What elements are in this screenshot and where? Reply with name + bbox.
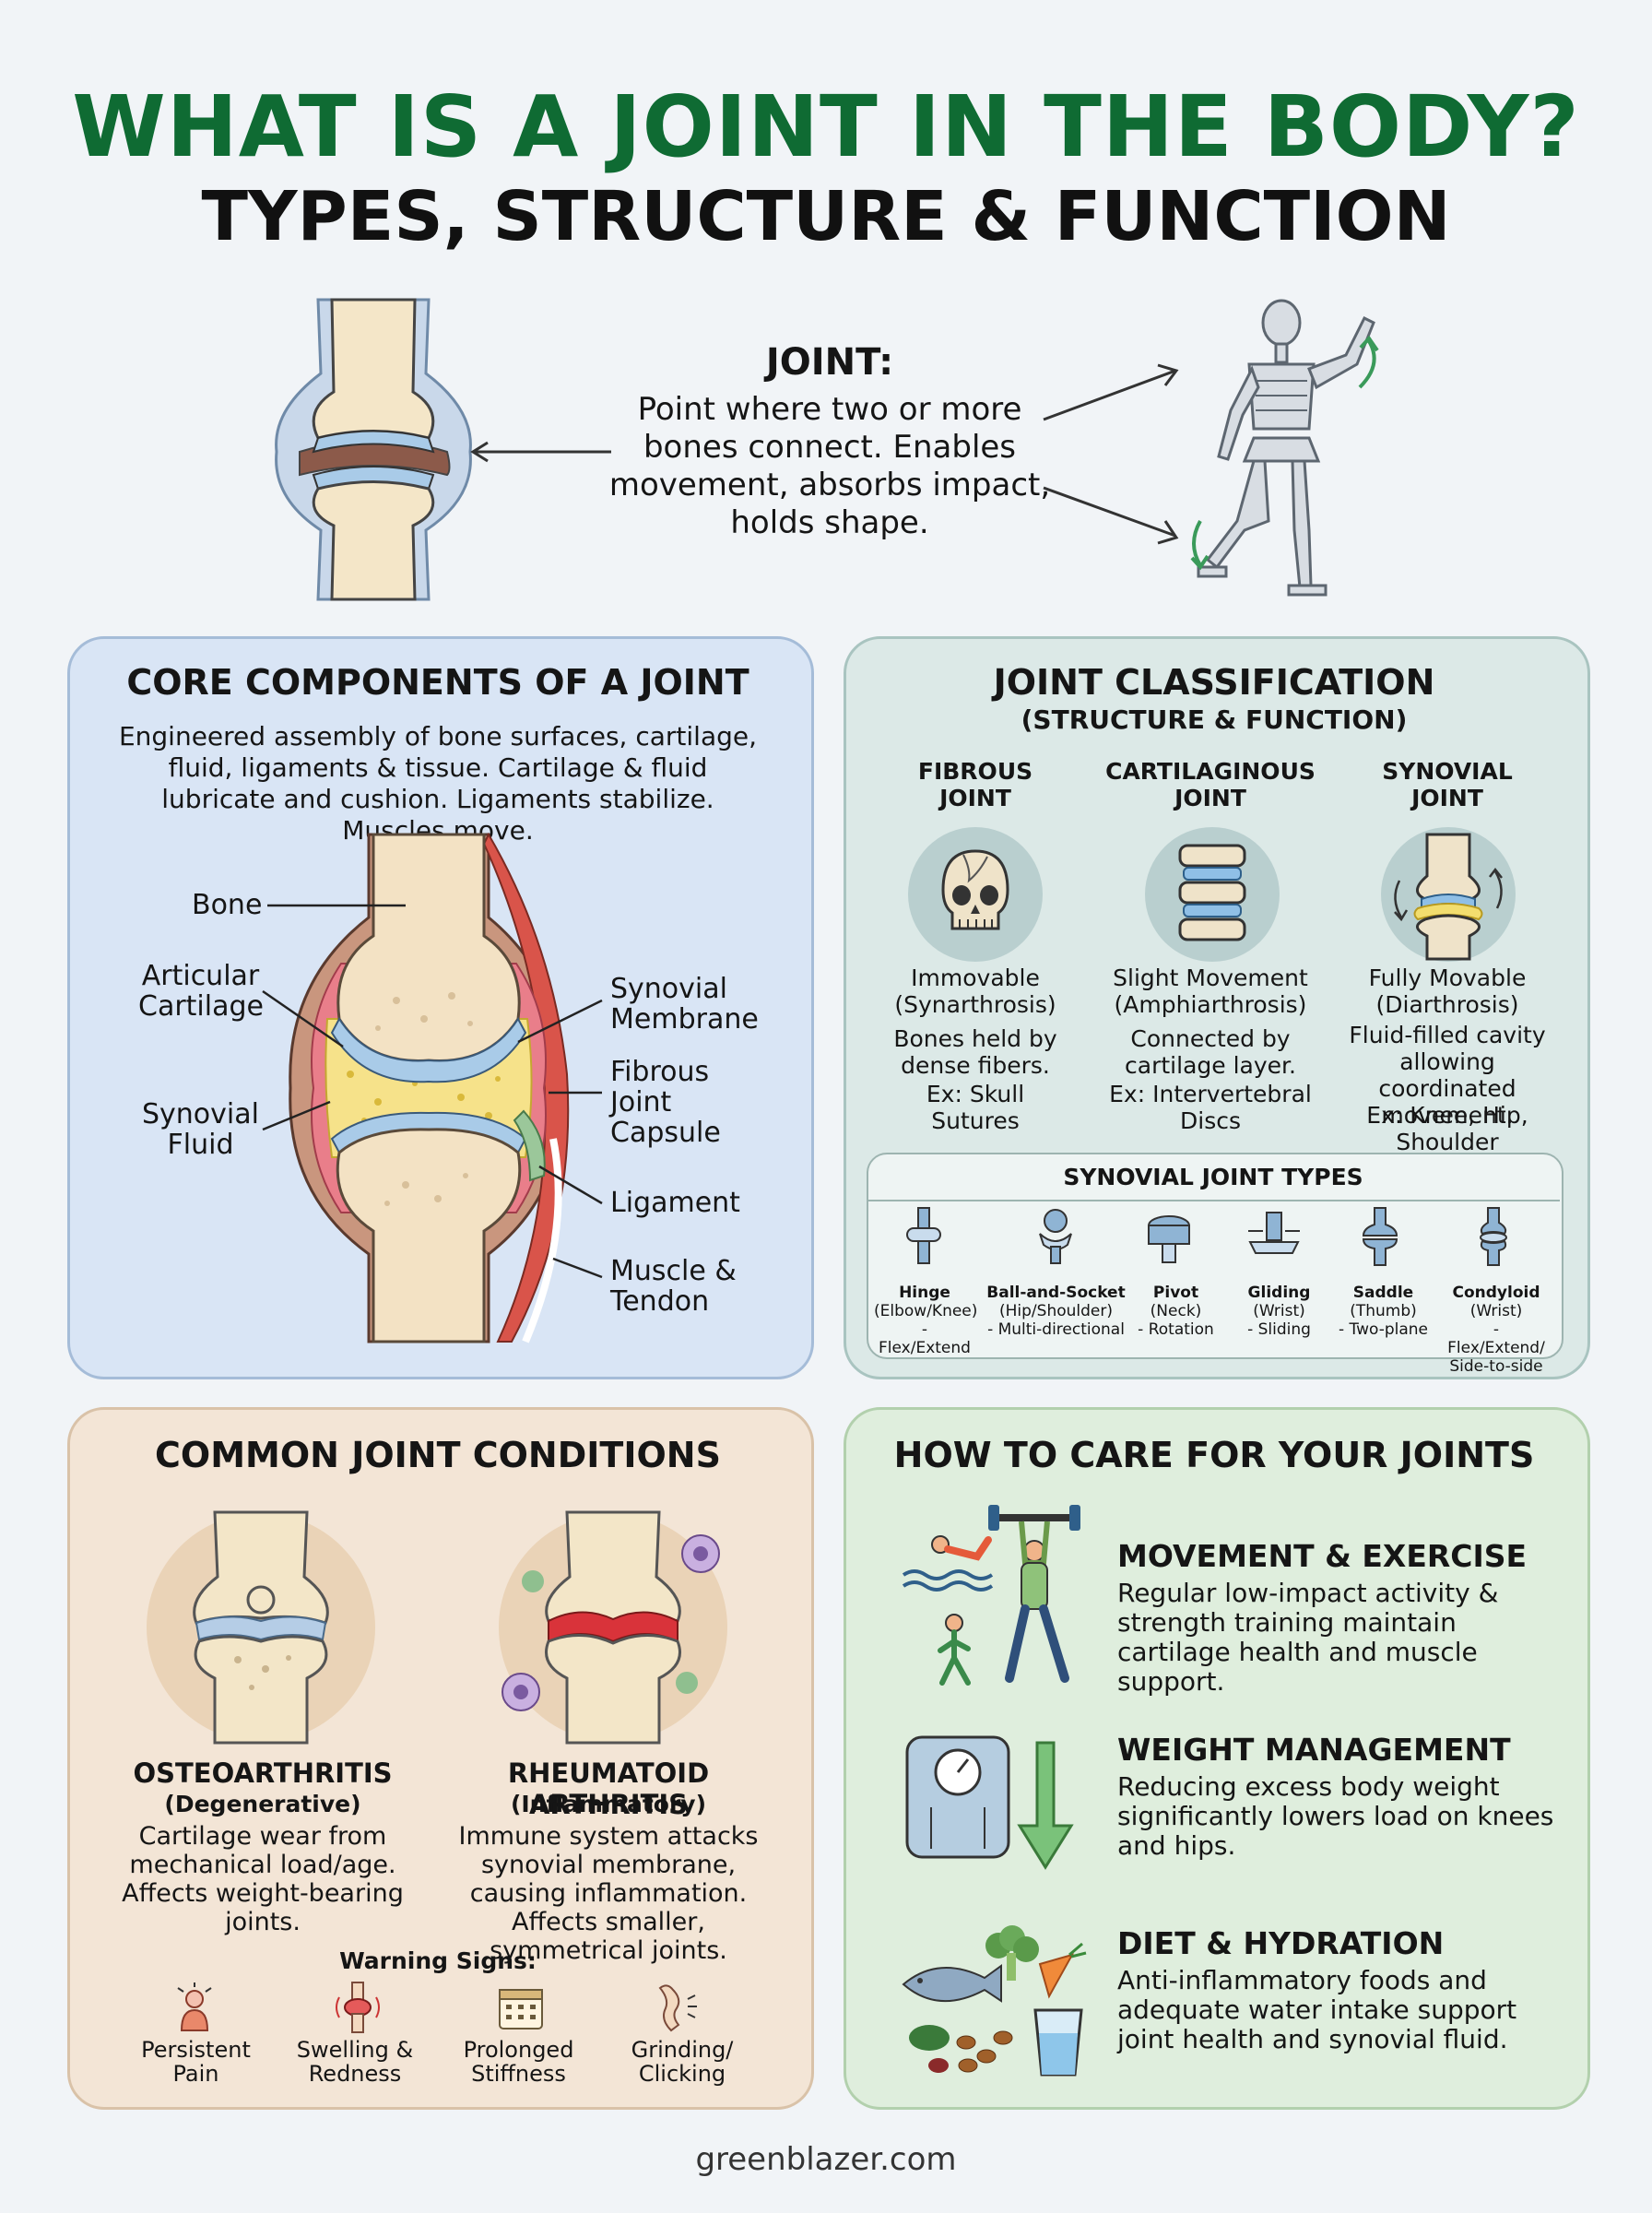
saddle-name: Saddle (1352, 1284, 1414, 1302)
pivot-name: Pivot (1152, 1284, 1199, 1302)
cartilaginous-title: CARTILAGINOUS JOINT (1105, 758, 1316, 811)
definition-text: Point where two or more bones connect. E… (608, 391, 1051, 541)
care-heading: HOW TO CARE FOR YOUR JOINTS (893, 1435, 1535, 1475)
swelling-icon (336, 1982, 380, 2033)
hinge-where: (Elbow/Knee) (874, 1302, 978, 1320)
saddle-where: (Thumb) (1350, 1302, 1417, 1320)
label-ligament: Ligament (610, 1187, 740, 1219)
page-title: WHAT IS A JOINT IN THE BODY? (72, 77, 1580, 176)
hinge-motion: - Flex/Extend (879, 1320, 971, 1357)
osteoarthritis-knee-icon (147, 1510, 375, 1745)
rheumatoid-title: RHEUMATOID ARTHRITIS (507, 1757, 710, 1820)
core-components-description: Engineered assembly of bone surfaces, ca… (118, 721, 758, 846)
care-exercise-desc: Regular low-impact activity & strength t… (1117, 1578, 1499, 1697)
knee-joint-illustration (275, 298, 472, 601)
warning-signs-heading: Warning Signs: (339, 1947, 537, 1974)
synovial-title: SYNOVIAL JOINT (1382, 758, 1513, 811)
condyloid-where: (Wrist) (1469, 1302, 1523, 1320)
care-diet-title: DIET & HYDRATION (1117, 1925, 1445, 1961)
rheumatoid-desc: Immune system attacks synovial membrane,… (458, 1822, 759, 1965)
fibrous-mobility: Immovable (Synarthrosis) (894, 964, 1056, 1018)
synovial-types-subpanel (867, 1153, 1564, 1359)
condyloid-name: Condyloid (1452, 1284, 1540, 1302)
condyloid-joint-icon (1480, 1207, 1507, 1266)
rheumatoid-kind: (Inflammatory) (510, 1791, 707, 1817)
grinding-joint-icon (658, 1984, 697, 2032)
pain-icon (177, 1982, 212, 2031)
gliding-joint-icon (1248, 1212, 1300, 1254)
label-fibrous-capsule: Fibrous Joint Capsule (610, 1056, 721, 1149)
synovial-mobility: Fully Movable (Diarthrosis) (1368, 964, 1527, 1018)
synovial-types-heading: SYNOVIAL JOINT TYPES (1063, 1164, 1363, 1190)
hinge-joint-icon (906, 1207, 941, 1264)
gliding-name: Gliding (1247, 1284, 1311, 1302)
ball-socket-motion: - Multi-directional (987, 1320, 1125, 1339)
pivot-where: (Neck) (1150, 1302, 1202, 1320)
cartilaginous-desc: Connected by cartilage layer. (1125, 1025, 1296, 1079)
page-subtitle: TYPES, STRUCTURE & FUNCTION (201, 177, 1451, 256)
subpanel-divider (867, 1200, 1560, 1201)
fibrous-title: FIBROUS JOINT (917, 758, 1033, 811)
pivot-joint-icon (1148, 1215, 1190, 1263)
warning-swelling: Swelling & Redness (296, 2037, 414, 2087)
hinge-name: Hinge (899, 1284, 950, 1302)
label-articular-cartilage: Articular Cartilage (138, 960, 264, 1023)
exercise-icon (902, 1505, 1080, 1686)
osteoarthritis-desc: Cartilage wear from mechanical load/age.… (122, 1822, 404, 1936)
synovial-desc: Fluid-filled cavity allowing coordinated… (1349, 1022, 1546, 1129)
arrow-up-right-icon (1043, 363, 1179, 421)
definition-heading: JOINT: (765, 341, 894, 384)
care-weight-title: WEIGHT MANAGEMENT (1117, 1732, 1511, 1768)
skull-icon (908, 827, 1043, 962)
synovial-example: Ex: Knee, Hip, Shoulder (1366, 1102, 1528, 1155)
fibrous-desc: Bones held by dense fibers. (893, 1025, 1057, 1079)
cartilaginous-example: Ex: Intervertebral Discs (1109, 1081, 1312, 1134)
fibrous-example: Ex: Skull Sutures (926, 1081, 1025, 1134)
saddle-joint-icon (1362, 1207, 1398, 1266)
rheumatoid-arthritis-knee-icon (499, 1510, 727, 1745)
scale-icon (905, 1735, 1074, 1870)
label-synovial-membrane: Synovial Membrane (610, 973, 759, 1035)
warning-pain: Persistent Pain (141, 2037, 251, 2087)
condyloid-motion: - Flex/Extend/ Side-to-side (1447, 1320, 1545, 1376)
ball-socket-where: (Hip/Shoulder) (999, 1302, 1113, 1320)
label-bone: Bone (192, 889, 263, 921)
footer-site: greenblazer.com (695, 2141, 957, 2178)
arrow-down-right-icon (1043, 486, 1179, 545)
saddle-motion: - Two-plane (1338, 1320, 1429, 1339)
gliding-where: (Wrist) (1253, 1302, 1305, 1320)
arrow-left-icon (470, 441, 611, 463)
cartilaginous-mobility: Slight Movement (Amphiarthrosis) (1113, 964, 1308, 1018)
warning-grinding: Grinding/ Clicking (631, 2037, 734, 2087)
ball-socket-name: Ball-and-Socket (986, 1284, 1126, 1302)
care-exercise-title: MOVEMENT & EXERCISE (1117, 1538, 1528, 1574)
calendar-icon (499, 1989, 543, 2030)
care-diet-desc: Anti-inflammatory foods and adequate wat… (1117, 1965, 1517, 2054)
joint-cross-section-diagram (289, 832, 570, 1343)
osteoarthritis-kind: (Degenerative) (164, 1791, 361, 1817)
ball-socket-joint-icon (1039, 1209, 1072, 1264)
pivot-motion: - Rotation (1138, 1320, 1214, 1339)
osteoarthritis-title: OSTEOARTHRITIS (133, 1757, 393, 1789)
spine-vertebrae-icon (1145, 827, 1280, 962)
core-components-heading: CORE COMPONENTS OF A JOINT (126, 662, 749, 703)
label-synovial-fluid: Synovial Fluid (142, 1098, 259, 1161)
care-weight-desc: Reducing excess body weight significantl… (1117, 1771, 1554, 1861)
classification-subheading: (STRUCTURE & FUNCTION) (1021, 704, 1408, 735)
warning-stiffness: Prolonged Stiffness (463, 2037, 574, 2087)
synovial-joint-icon (1381, 827, 1516, 962)
skeleton-icon (1190, 299, 1379, 597)
gliding-motion: - Sliding (1247, 1320, 1311, 1339)
label-muscle-tendon: Muscle & Tendon (610, 1255, 737, 1318)
healthy-food-icon (902, 1925, 1087, 2077)
conditions-heading: COMMON JOINT CONDITIONS (155, 1435, 721, 1475)
classification-heading: JOINT CLASSIFICATION (993, 662, 1435, 703)
